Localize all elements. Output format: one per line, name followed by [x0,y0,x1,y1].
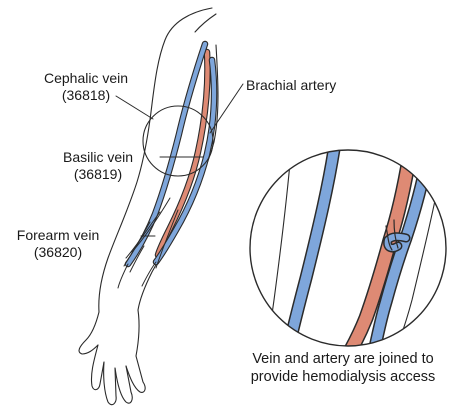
caption: Vein and artery are joined to provide he… [228,350,458,386]
cephalic-vein-label: Cephalic vein (36818) [34,70,138,104]
basilic-vein-name: Basilic vein [44,149,152,166]
brachial-artery-name: Brachial artery [246,77,336,94]
cephalic-vein-code: (36818) [34,87,138,104]
caption-line-1: Vein and artery are joined to [228,350,458,368]
hand-outline [79,310,145,405]
basilic-vein-code: (36819) [44,166,152,183]
forearm-vein-code: (36820) [4,244,112,261]
caption-line-2: provide hemodialysis access [228,368,458,386]
cephalic-vein-name: Cephalic vein [34,70,138,87]
brachial-artery-label: Brachial artery [246,77,336,94]
zoom-detail [262,136,445,370]
forearm-vein-label: Forearm vein (36820) [4,227,112,261]
forearm-vein-name: Forearm vein [4,227,112,244]
basilic-vein-label: Basilic vein (36819) [44,149,152,183]
